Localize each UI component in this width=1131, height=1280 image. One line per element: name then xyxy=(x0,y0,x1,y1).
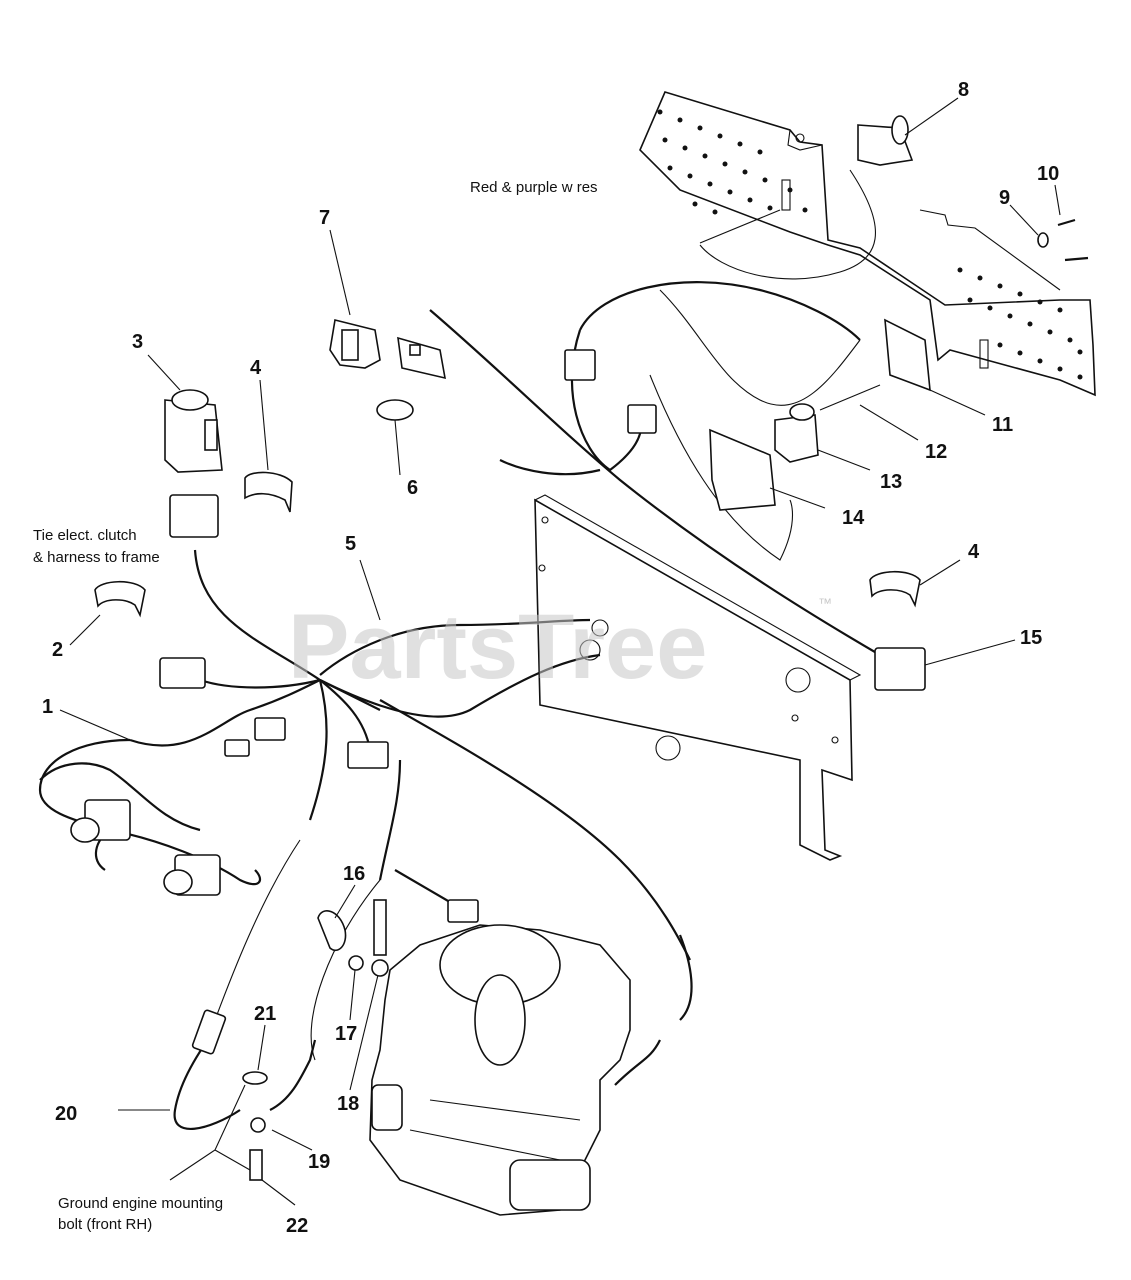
part-3-connector xyxy=(169,494,219,538)
label-part-1: 1 xyxy=(42,696,53,718)
part-9-washer xyxy=(1037,232,1049,248)
part-1-switches xyxy=(70,799,221,896)
part-14-bracket xyxy=(709,428,776,511)
part-19-terminal xyxy=(250,1117,266,1133)
part-18-bolt xyxy=(371,899,389,977)
part-7-solenoid xyxy=(329,319,381,369)
label-part-11: 11 xyxy=(992,414,1013,436)
harness-plug-mid xyxy=(254,717,286,741)
label-part-14: 14 xyxy=(842,507,865,529)
watermark-logo: PartsTree xyxy=(288,596,707,698)
label-part-8: 8 xyxy=(958,79,969,101)
note-tie-line-1: Tie elect. clutch xyxy=(33,527,137,544)
label-part-13: 13 xyxy=(880,471,902,493)
ground-pointer xyxy=(169,1084,251,1181)
label-part-21: 21 xyxy=(254,1003,276,1025)
harness-plug-engine xyxy=(447,899,479,923)
label-part-20: 20 xyxy=(55,1103,77,1125)
label-part-12: 12 xyxy=(925,441,947,463)
part-16-clamp xyxy=(317,910,347,952)
label-part-6: 6 xyxy=(407,477,418,499)
harness-plug-upper xyxy=(564,349,596,381)
harness-plug-left xyxy=(159,657,206,689)
harness-plug-lower xyxy=(627,404,657,434)
part-4-clip-left xyxy=(244,471,293,513)
panel-holes-upper xyxy=(657,109,808,215)
label-part-2: 2 xyxy=(52,639,63,661)
part-11-bracket xyxy=(884,318,931,392)
part-12-rod xyxy=(819,384,881,411)
connector-7-plug xyxy=(397,336,447,380)
note-ground-line-1: Ground engine mounting xyxy=(58,1195,223,1212)
part-20-fuse xyxy=(191,1009,227,1055)
part-8-switch xyxy=(857,115,914,166)
label-part-10: 10 xyxy=(1037,163,1059,185)
harness-wires xyxy=(38,169,881,1131)
label-part-15: 15 xyxy=(1020,627,1042,649)
label-part-16: 16 xyxy=(343,863,365,885)
watermark-trademark: ™ xyxy=(818,595,832,611)
note-ground-line-2: bolt (front RH) xyxy=(58,1216,152,1233)
part-number-labels: 8 10 9 7 3 4 11 12 13 6 14 5 4 15 2 1 16… xyxy=(42,79,1059,1237)
dash-panel-upper xyxy=(639,91,1096,397)
label-part-4-right: 4 xyxy=(968,541,980,563)
engine xyxy=(369,924,661,1216)
part-10-screws xyxy=(1057,218,1089,262)
label-part-19: 19 xyxy=(308,1151,330,1173)
leader-lines xyxy=(59,97,1061,1206)
notes: Red & purple w res Tie elect. clutch & h… xyxy=(33,179,598,1233)
part-13-switch xyxy=(774,403,819,463)
part-22-bolt xyxy=(249,1149,263,1181)
note-tie-line-2: & harness to frame xyxy=(33,549,160,566)
label-part-18: 18 xyxy=(337,1093,359,1115)
part-4-clip-right xyxy=(869,570,921,608)
part-3-switch xyxy=(164,389,223,473)
label-part-3: 3 xyxy=(132,331,143,353)
part-21-washer xyxy=(242,1071,268,1085)
label-part-4-top: 4 xyxy=(250,357,262,379)
part-2-clip xyxy=(94,580,146,618)
note-red-purple-wires: Red & purple w res xyxy=(470,179,598,196)
part-6-grommet xyxy=(376,399,414,421)
label-part-7: 7 xyxy=(319,207,330,229)
label-part-17: 17 xyxy=(335,1023,357,1045)
label-part-9: 9 xyxy=(999,187,1010,209)
label-part-5: 5 xyxy=(345,533,356,555)
part-17-nut xyxy=(348,955,364,971)
frame-plate xyxy=(534,494,862,861)
part-15-connector xyxy=(874,647,926,691)
part-1-connector xyxy=(224,739,250,757)
harness-plug-right xyxy=(347,741,389,769)
label-part-22: 22 xyxy=(286,1215,308,1237)
panel-holes-lower xyxy=(957,267,1083,380)
